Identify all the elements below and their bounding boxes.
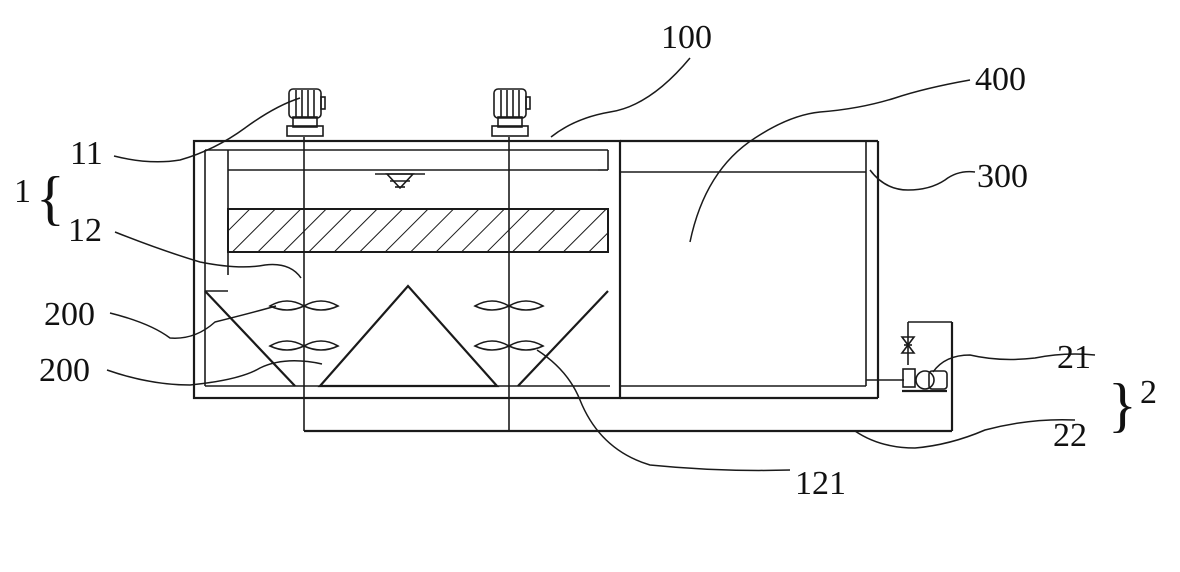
label-1: 1 xyxy=(14,173,31,210)
brace-right: } xyxy=(1108,372,1137,438)
pump-icon xyxy=(902,368,948,393)
label-200-lower: 200 xyxy=(39,352,90,389)
motor-icon xyxy=(286,88,326,137)
leader-lines xyxy=(106,57,1096,472)
valve-icon xyxy=(900,336,916,354)
label-2: 2 xyxy=(1140,374,1157,411)
label-121: 121 xyxy=(795,465,846,502)
label-200-upper: 200 xyxy=(44,296,95,333)
return-pipe xyxy=(303,321,954,433)
label-400: 400 xyxy=(975,61,1026,98)
label-11: 11 xyxy=(70,135,103,172)
brace-left: { xyxy=(36,165,65,231)
label-22: 22 xyxy=(1053,417,1087,454)
impeller-icon xyxy=(268,300,545,351)
hopper-bottom xyxy=(204,284,609,388)
reaction-tank xyxy=(192,139,622,400)
label-21: 21 xyxy=(1057,339,1091,376)
water-level-icon xyxy=(375,173,425,190)
label-12: 12 xyxy=(68,212,102,249)
label-100: 100 xyxy=(661,19,712,56)
reference-labels: 100 400 300 11 12 1 { 200 200 121 21 22 … xyxy=(14,19,1157,502)
clear-water-tank xyxy=(620,139,880,400)
stirring-shafts xyxy=(303,137,510,386)
filter-layer xyxy=(227,208,609,253)
motor-icon xyxy=(491,88,531,137)
label-300: 300 xyxy=(977,158,1028,195)
